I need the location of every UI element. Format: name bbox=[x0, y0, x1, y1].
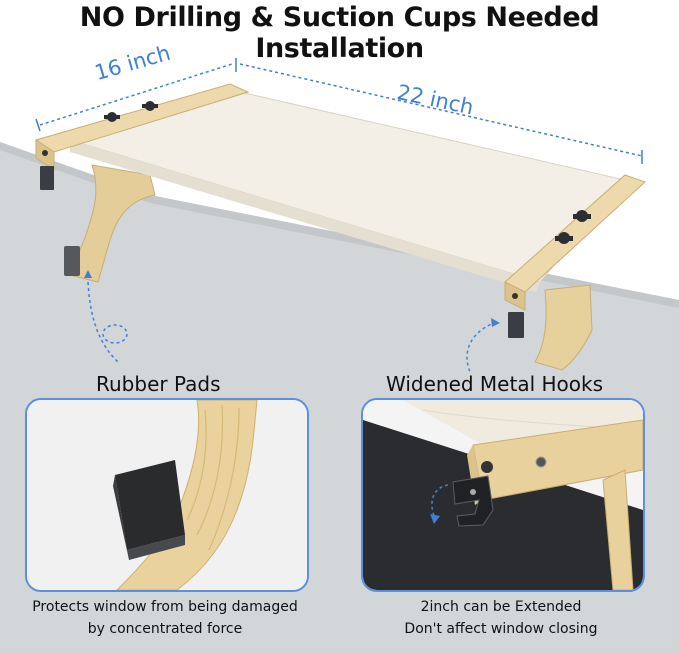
page-title: NO Drilling & Suction Cups Needed Instal… bbox=[79, 2, 600, 64]
pointer-arrow-icon bbox=[87, 281, 497, 373]
rubber-pad-detail-panel bbox=[25, 398, 309, 592]
left-leg bbox=[69, 164, 156, 283]
metal-hook-caption-line2: Don't affect window closing bbox=[404, 621, 598, 637]
right-leg bbox=[534, 284, 593, 371]
left-frame-bolt bbox=[42, 150, 48, 156]
right-knob-2 bbox=[555, 232, 573, 244]
metal-hook-detail-panel bbox=[361, 398, 645, 592]
metal-hooks-label: Widened Metal Hooks bbox=[386, 372, 604, 396]
right-knob-1 bbox=[573, 210, 591, 222]
left-knob-1 bbox=[104, 112, 120, 122]
metal-hook-caption-line1: 2inch can be Extended bbox=[420, 599, 582, 615]
metal-hook-closeup bbox=[363, 400, 643, 590]
rubber-pad-caption: Protects window from being damaged by co… bbox=[10, 596, 320, 640]
metal-hook bbox=[452, 475, 494, 527]
right-frame-bolt bbox=[512, 293, 518, 299]
fabric-front-edge bbox=[70, 140, 540, 292]
rubber-pad-caption-line2: by concentrated force bbox=[87, 621, 243, 637]
left-metal-hook bbox=[40, 166, 54, 190]
rubber-pad bbox=[115, 460, 185, 550]
rubber-pads-label: Rubber Pads bbox=[96, 372, 221, 396]
left-knob-2 bbox=[142, 101, 158, 111]
curl-arrow-icon bbox=[102, 324, 128, 344]
rubber-pad-small bbox=[64, 246, 80, 276]
rubber-pad-closeup bbox=[27, 400, 307, 590]
dark-window-frame bbox=[363, 420, 643, 590]
metal-hook-caption: 2inch can be Extended Don't affect windo… bbox=[346, 596, 656, 640]
measure-arrow-icon bbox=[39, 63, 643, 157]
rubber-pad-caption-line1: Protects window from being damaged bbox=[32, 599, 298, 615]
right-metal-hook bbox=[508, 312, 524, 338]
